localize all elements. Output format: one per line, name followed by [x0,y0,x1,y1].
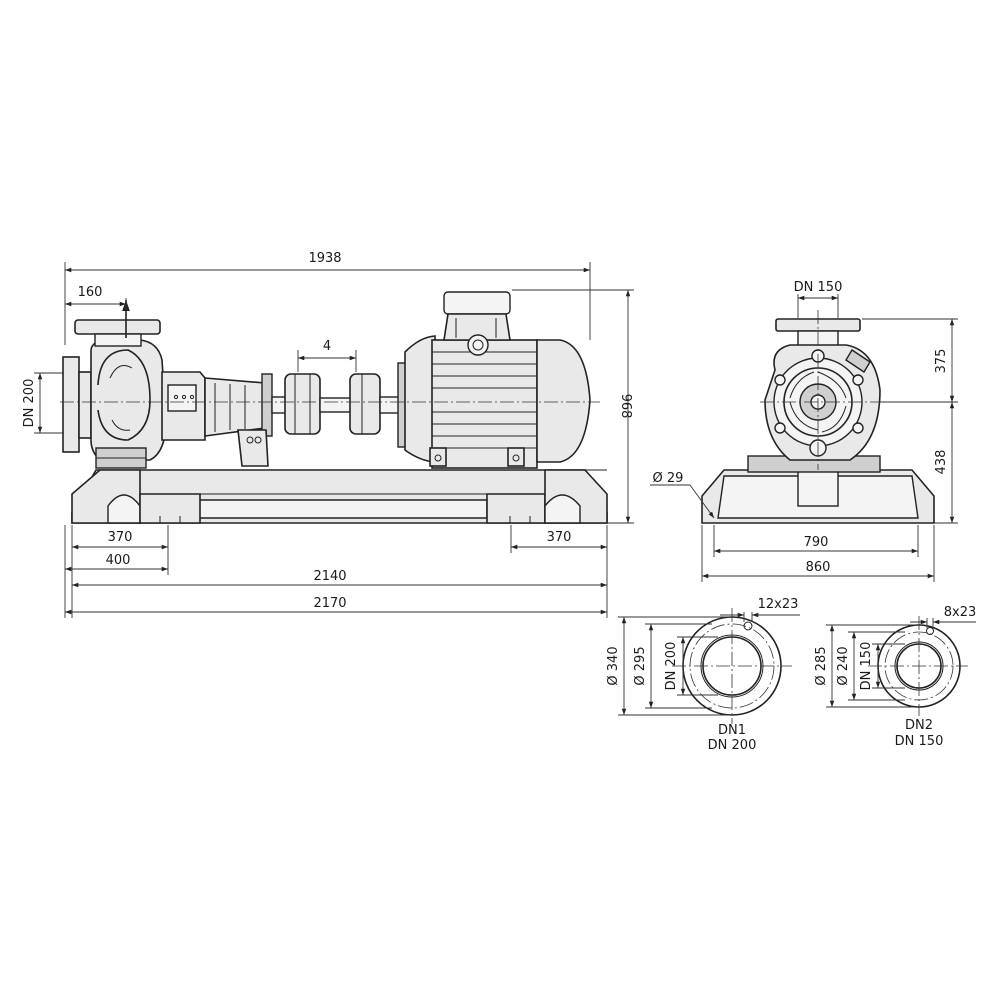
dim-2140: 2140 [72,569,607,588]
motor [397,291,591,469]
dim-label-400: 400 [106,553,131,568]
dim-968: 968 [512,289,634,524]
dim-dn2-holes: 8x23 [910,605,976,628]
shaft-coupling [271,373,406,435]
dim-400: 400 [64,525,168,618]
dim-label-dn2-bore: DN 150 [859,642,874,691]
flange-dn2: Ø 285 Ø 240 DN 150 8x23 DN2 DN 150 [814,605,976,749]
dim-label-dn2-240: Ø 240 [836,646,851,685]
dim-dn150-discharge: DN 150 [794,280,843,318]
dim-370-left: 370 [71,525,169,618]
dim-dn200-suction: DN 200 [22,372,64,434]
dim-790: 790 [713,525,919,557]
dim-label-790: 790 [804,535,829,550]
side-view: 1938 160 4 DN 200 968 [22,251,634,618]
dim-label-dn1-bore: DN 200 [664,642,679,691]
dim-label-dn150-top: DN 150 [794,280,843,295]
dim-label-dn1-holes: 12x23 [758,597,799,612]
dim-label-dn2-285: Ø 285 [814,646,829,685]
dim-label-160: 160 [78,285,103,300]
dim-label-2170: 2170 [313,596,346,611]
dim-dn1-bore: DN 200 [664,636,718,696]
dim-dn2-240: Ø 240 [836,631,905,701]
flange-dn2-label-1: DN2 [905,718,933,733]
dim-860: 860 [701,525,935,582]
dim-label-438: 438 [934,450,949,475]
dim-dn2-bore: DN 150 [859,642,905,691]
baseplate [71,469,608,524]
dim-label-370-right: 370 [547,530,572,545]
dim-4: 4 [297,339,357,372]
front-view: DN 150 375 438 Ø 29 790 [650,280,958,582]
dim-label-370-left: 370 [108,530,133,545]
dim-label-860: 860 [806,560,831,575]
dim-370-right: 370 [510,525,608,618]
dim-label-dn1-295: Ø 295 [633,646,648,685]
dim-label-1938: 1938 [308,251,341,266]
dim-438: 438 [934,402,958,524]
dim-label-2140: 2140 [313,569,346,584]
dim-hole-29: Ø 29 [650,471,715,519]
bearing-bracket [161,371,273,467]
dim-1938: 1938 [64,251,591,345]
dim-label-dn200: DN 200 [22,379,37,428]
dim-label-375: 375 [934,349,949,374]
pump-casing [62,319,167,469]
dim-dn1-holes: 12x23 [720,597,800,622]
dim-label-968: 968 [618,394,633,419]
dim-label-4: 4 [323,339,331,354]
dim-dn1-340: Ø 340 [606,616,732,716]
dim-dn1-295: Ø 295 [633,623,712,709]
dim-label-dn1-340: Ø 340 [606,646,621,685]
flange-dn1-label-2: DN 200 [708,738,757,753]
flange-dn1-label-1: DN1 [718,723,746,738]
dim-2170: 2170 [65,596,607,615]
dim-160: 160 [65,285,127,310]
dim-dn2-285: Ø 285 [814,624,919,708]
flange-dn2-label-2: DN 150 [895,734,944,749]
dim-label-hole-29: Ø 29 [653,471,684,486]
dim-label-dn2-holes: 8x23 [944,605,977,620]
flange-dn1: Ø 340 Ø 295 DN 200 12x23 DN1 DN 200 [606,597,800,753]
dim-375: 375 [862,318,958,403]
